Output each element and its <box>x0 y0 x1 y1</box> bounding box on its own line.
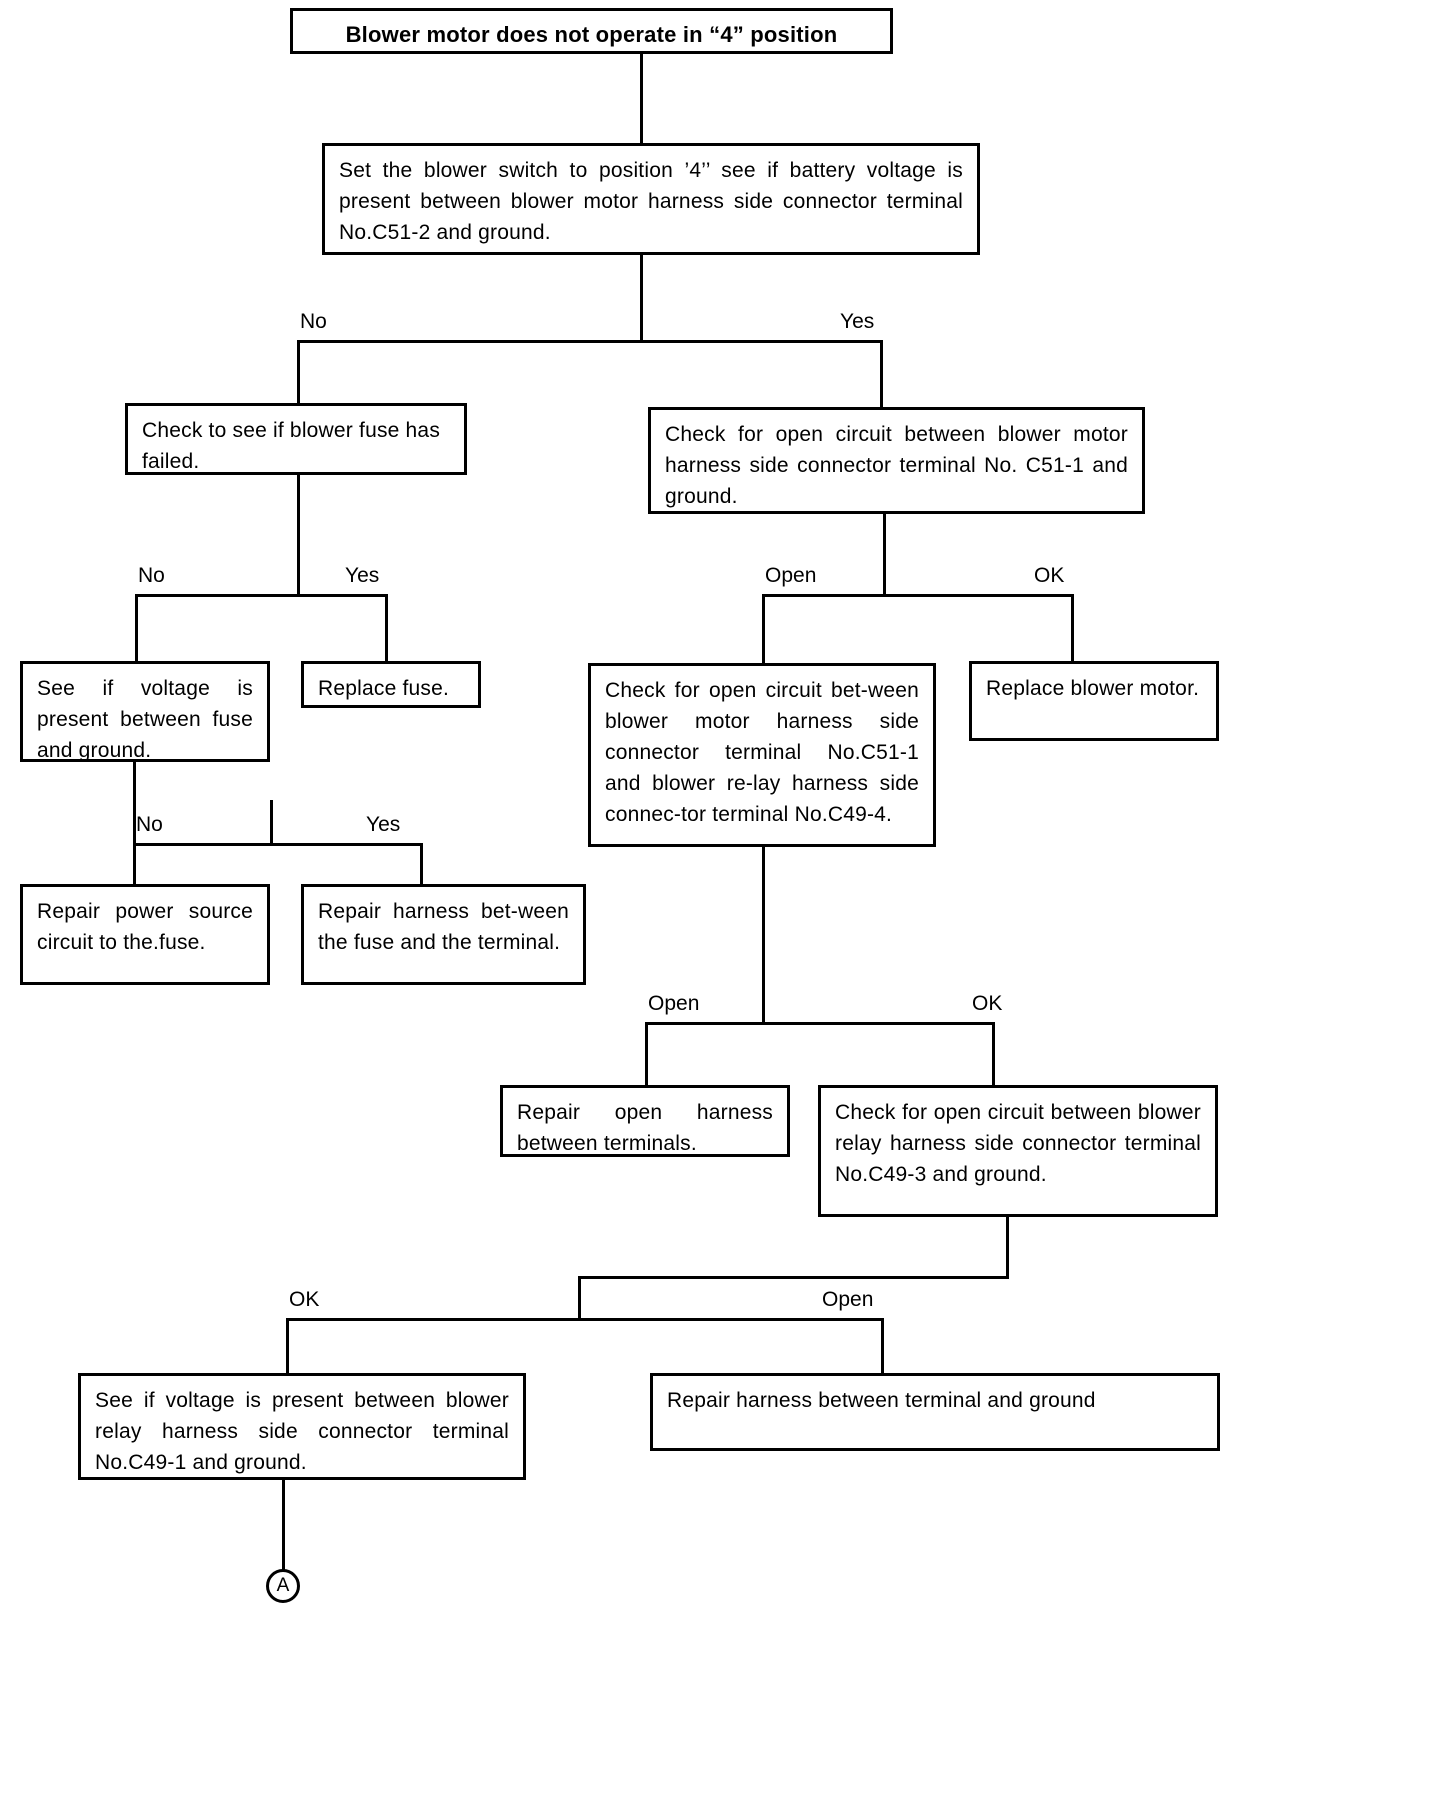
node-repair-open-harness: Repair open harness between terminals. <box>500 1085 790 1157</box>
label-branch6-open: Open <box>822 1288 874 1311</box>
connector-branch4-right-down <box>420 843 423 887</box>
node-check-open-c51-1-c49-4: Check for open circuit bet-ween blower m… <box>588 663 936 847</box>
connector-seevoltage-down <box>133 762 136 846</box>
connector-exit-to-a <box>282 1480 285 1572</box>
connector-checkopen-down <box>883 514 886 597</box>
node-check-open-c49-3-ground: Check for open circuit between blower re… <box>818 1085 1218 1217</box>
node-repair-harness-fuse-terminal: Repair harness bet-ween the fuse and the… <box>301 884 586 985</box>
connector-checkopen3-down <box>1006 1217 1009 1279</box>
connector-branch3-bar <box>762 594 1074 597</box>
connector-step2-branch-bar <box>297 340 883 343</box>
connector-branch2-left-down <box>135 594 138 662</box>
label-branch5-open: Open <box>648 992 700 1015</box>
connector-branch5-right-down <box>992 1022 995 1088</box>
label-branch4-no: No <box>136 813 163 836</box>
label-branch1-yes: Yes <box>840 310 875 333</box>
node-see-voltage-c49-1: See if voltage is present between blower… <box>78 1373 526 1480</box>
connector-branch3-left-down <box>762 594 765 664</box>
connector-branch6-right-down <box>881 1318 884 1376</box>
connector-branch6-left-down <box>286 1318 289 1376</box>
label-branch5-ok: OK <box>972 992 1003 1015</box>
connector-branch6-bar <box>286 1318 884 1321</box>
connector-branch4-stub-up <box>270 800 273 845</box>
label-branch6-ok: OK <box>289 1288 320 1311</box>
connector-branch1-right-down <box>880 340 883 408</box>
connector-branch1-left-down <box>297 340 300 465</box>
connector-checkopen2-down <box>762 847 765 1025</box>
connector-title-to-step2-vertical <box>640 54 643 144</box>
label-branch3-open: Open <box>765 564 817 587</box>
connector-branch6-feed-down <box>578 1276 581 1321</box>
node-repair-harness-terminal-ground: Repair harness between terminal and grou… <box>650 1373 1220 1451</box>
connector-branch3-right-down <box>1071 594 1074 664</box>
connector-branch4-left-down <box>133 843 136 887</box>
label-branch1-no: No <box>300 310 327 333</box>
node-title: Blower motor does not operate in “4” pos… <box>290 8 893 54</box>
connector-branch4-bar <box>133 843 423 846</box>
connector-branch2-bar <box>135 594 388 597</box>
label-branch4-yes: Yes <box>366 813 401 836</box>
connector-title-to-step2-horizontal <box>640 141 643 144</box>
node-check-open-c51-1-ground: Check for open circuit between blower mo… <box>648 407 1145 514</box>
connector-branch6-feed <box>578 1276 1009 1279</box>
label-branch2-no: No <box>138 564 165 587</box>
connector-step2-down <box>640 255 643 343</box>
node-repair-power-source: Repair power source circuit to the.fuse. <box>20 884 270 985</box>
node-see-voltage-fuse-ground: See if voltage is present between fuse a… <box>20 661 270 762</box>
connector-circle-a: A <box>266 1569 300 1603</box>
connector-checkfuse-down <box>297 475 300 597</box>
connector-branch2-right-down <box>385 594 388 662</box>
label-branch2-yes: Yes <box>345 564 380 587</box>
node-replace-blower-motor: Replace blower motor. <box>969 661 1219 741</box>
node-replace-fuse: Replace fuse. <box>301 661 481 708</box>
node-check-voltage-c51-2: Set the blower switch to position ’4’’ s… <box>322 143 980 255</box>
connector-branch5-bar <box>645 1022 995 1025</box>
connector-branch5-left-down <box>645 1022 648 1088</box>
node-check-fuse: Check to see if blower fuse has failed. <box>125 403 467 475</box>
label-branch3-ok: OK <box>1034 564 1065 587</box>
